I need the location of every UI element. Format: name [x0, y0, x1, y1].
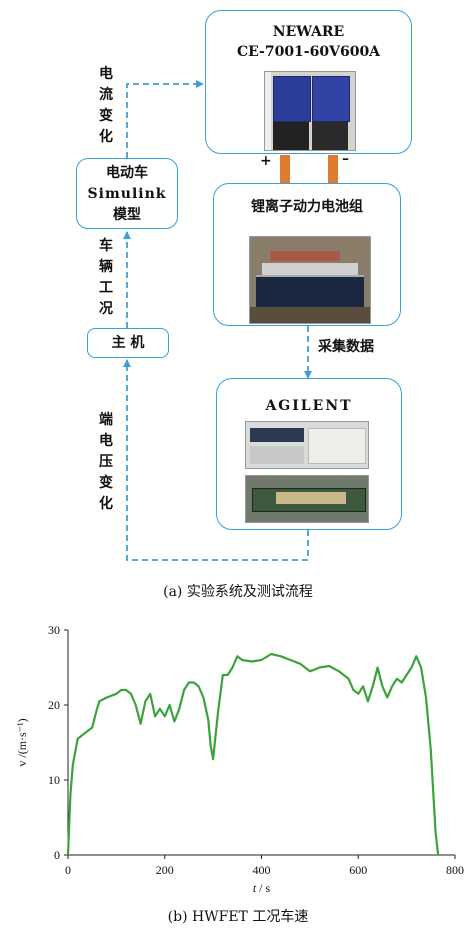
ev-simulink-node: 电动车 Simulink 模型 — [76, 158, 178, 229]
y-axis-label: v /(m·s⁻¹) — [15, 718, 29, 766]
neware-cabinet-photo — [264, 71, 356, 151]
battery-pack-photo — [249, 236, 371, 324]
speed-series-line — [66, 652, 440, 856]
neware-title: NEWARE — [272, 24, 345, 40]
diagram-caption: (a) 实验系统及测试流程 — [163, 584, 313, 600]
negative-cable — [328, 155, 338, 185]
neware-node: NEWARE CE-7001-60V600A — [205, 10, 412, 154]
x-axis-label-variable: t — [253, 881, 257, 895]
y-tick-label: 20 — [48, 698, 60, 712]
agilent-node: AGILENT — [216, 378, 402, 530]
agilent-instrument-photo — [245, 421, 369, 469]
positive-cable — [280, 155, 290, 185]
x-tick-label: 400 — [253, 863, 271, 877]
agilent-board-photo — [245, 475, 369, 523]
ev-model-line2: Simulink — [87, 186, 167, 202]
agilent-label: AGILENT — [265, 398, 353, 414]
label-vehicle-condition: 车 辆 工 况 — [99, 238, 113, 317]
y-tick-label: 30 — [48, 623, 60, 637]
label-current-change: 电 流 变 化 — [99, 66, 113, 145]
edge-current-change — [126, 80, 204, 158]
x-axis-label: t / s — [253, 881, 271, 895]
diagram-connectors — [123, 80, 312, 561]
host-label: 主 机 — [111, 335, 145, 351]
battery-pack-label: 锂离子动力电池组 — [251, 199, 363, 215]
x-tick-label: 600 — [349, 863, 367, 877]
positive-terminal-label: + — [260, 153, 272, 169]
ev-model-line1: 电动车 — [106, 165, 148, 181]
neware-model: CE-7001-60V600A — [236, 44, 381, 60]
ev-model-line3: 模型 — [113, 207, 141, 223]
hwfet-speed-chart: 0 200 400 600 800 0 10 20 30 t / s v /(m·s⁻¹) — [15, 623, 464, 895]
x-tick-label: 800 — [446, 863, 464, 877]
edge-terminal-voltage — [123, 359, 309, 561]
label-collect-data: 采集数据 — [318, 339, 374, 355]
label-terminal-voltage: 端 电 压 变 化 — [99, 412, 113, 512]
battery-pack-node: 锂离子动力电池组 — [213, 183, 401, 326]
x-axis-label-unit: / s — [256, 881, 270, 895]
y-tick-label: 0 — [54, 848, 60, 862]
x-tick-label: 200 — [156, 863, 174, 877]
chart-caption: (b) HWFET 工况车速 — [167, 909, 309, 925]
x-tick-label: 0 — [65, 863, 71, 877]
host-node: 主 机 — [87, 328, 169, 358]
y-tick-label: 10 — [48, 773, 60, 787]
negative-terminal-label: – — [342, 151, 349, 167]
